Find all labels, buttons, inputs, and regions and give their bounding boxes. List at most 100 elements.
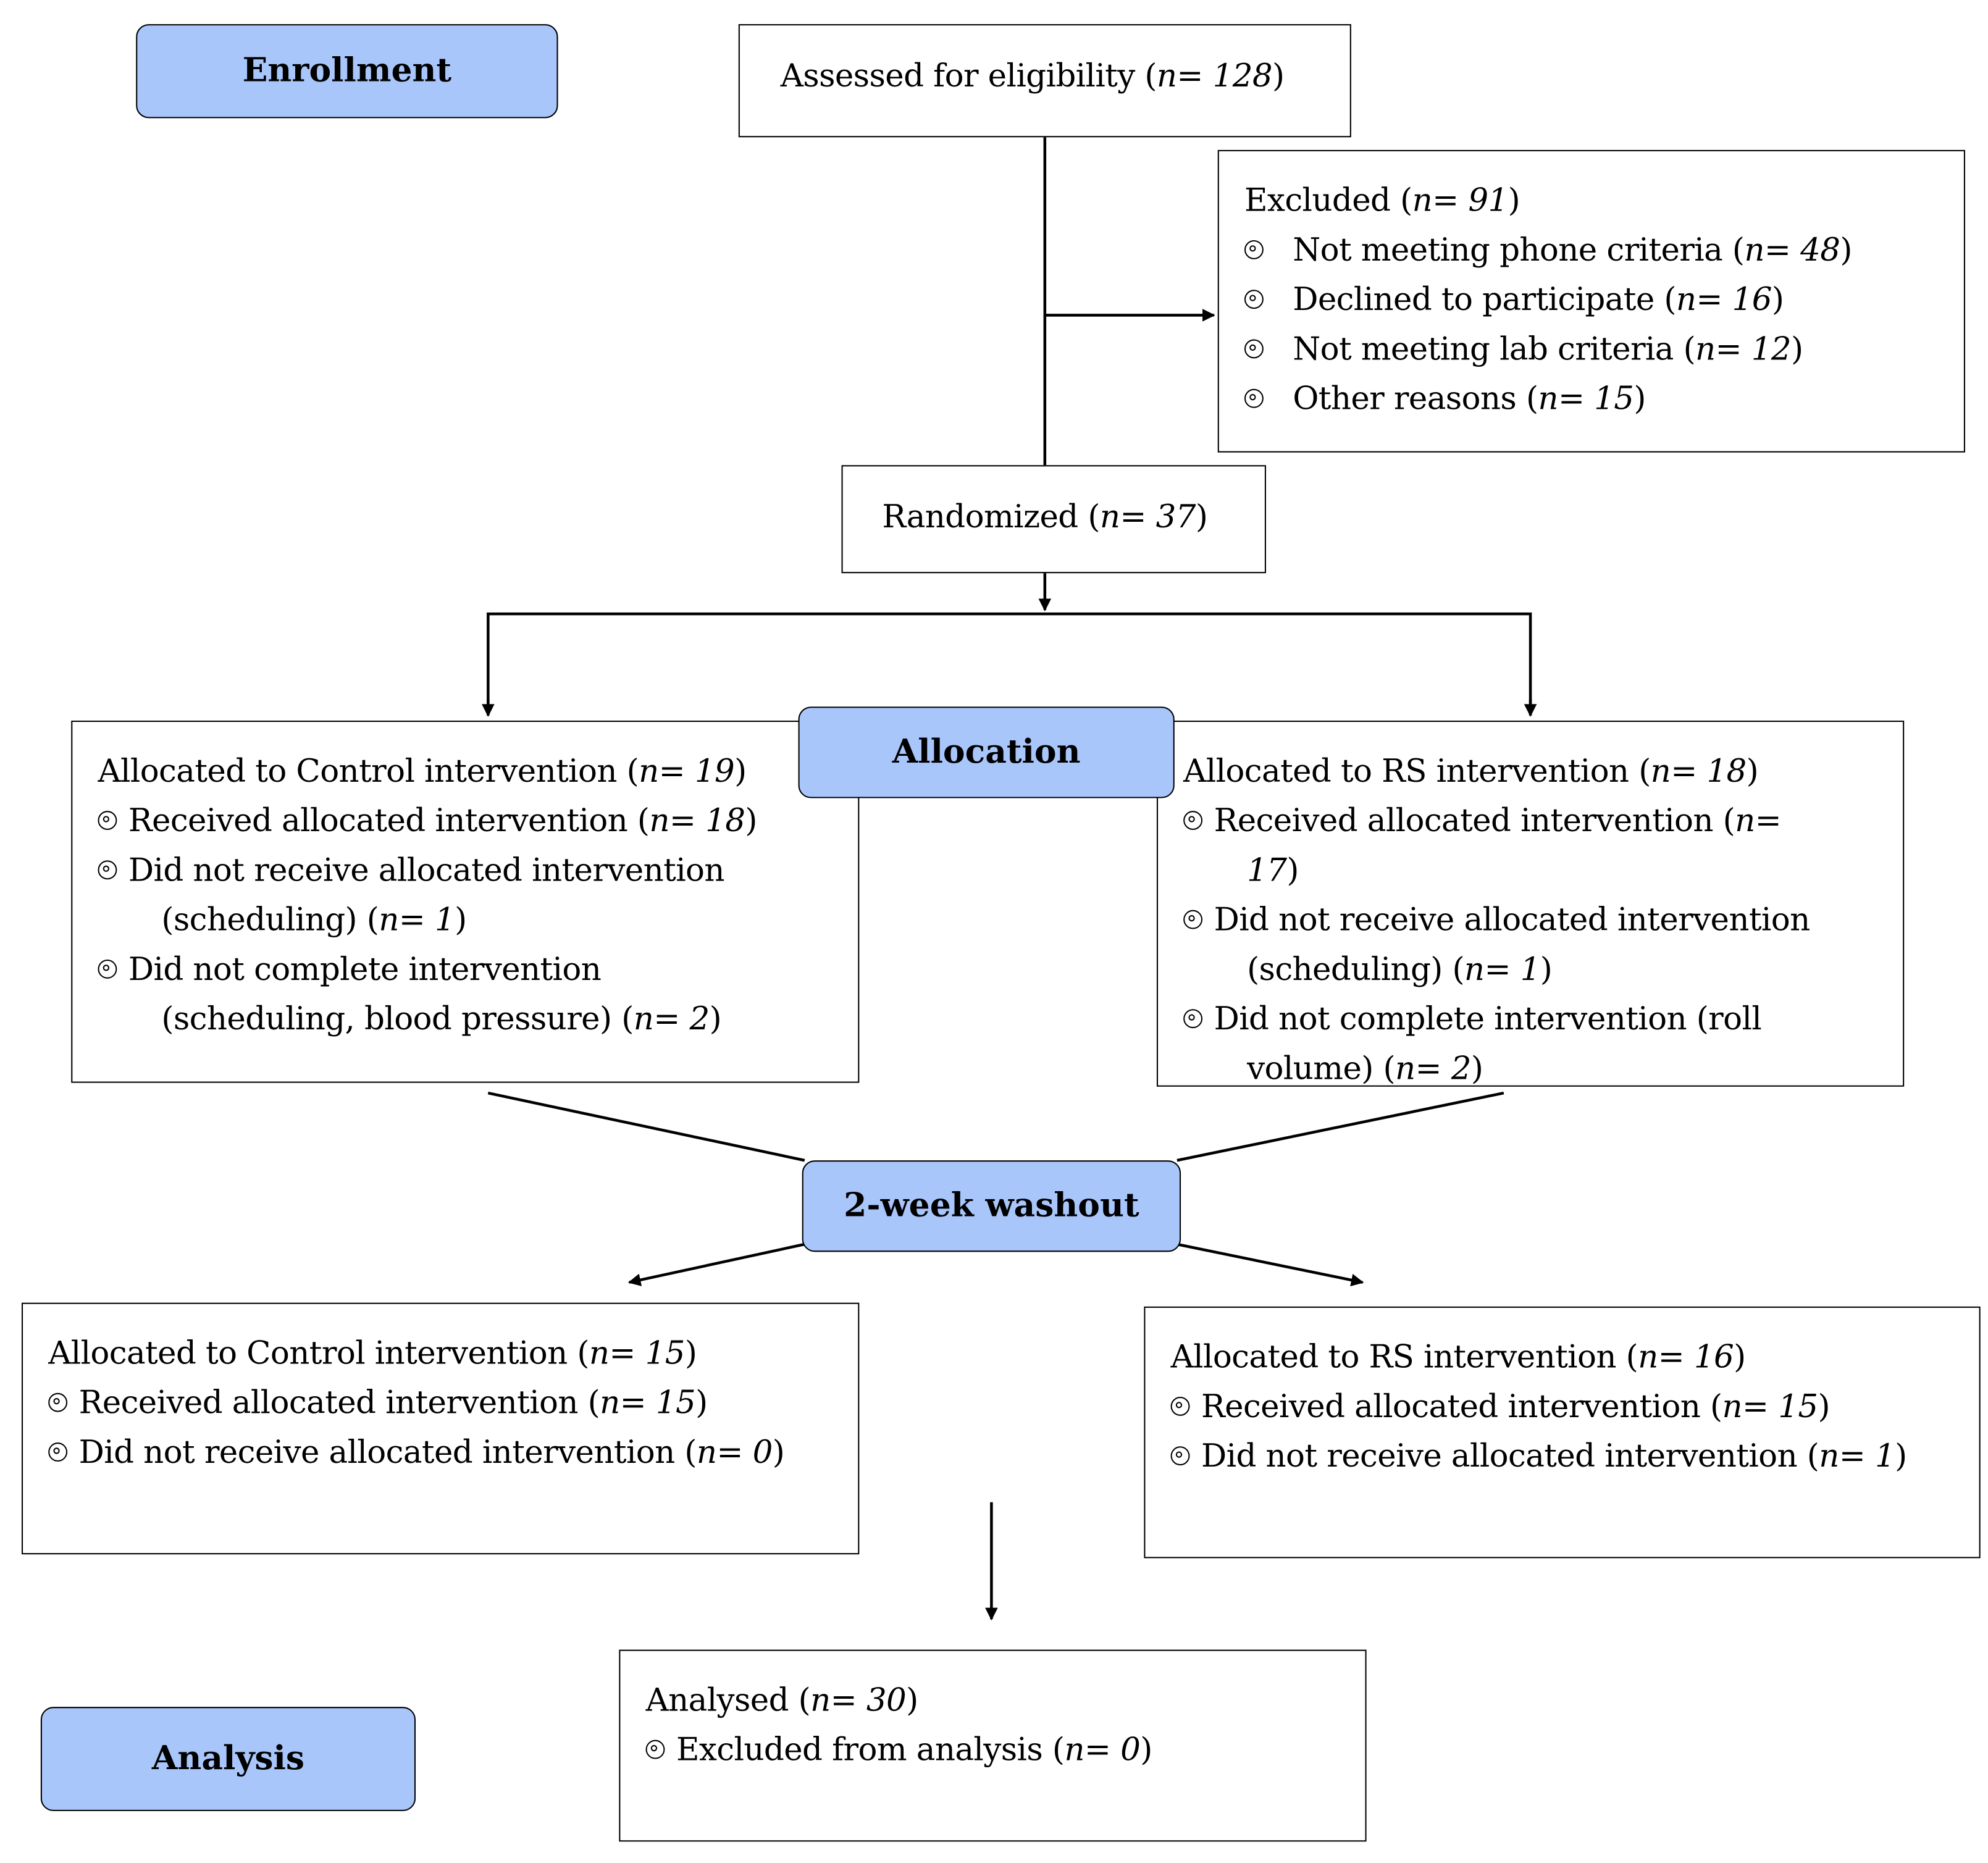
washout-rs-item-n: n= 15: [1722, 1388, 1819, 1425]
stage-washout: 2-week washout: [802, 1160, 1181, 1252]
alloc-control-item-close: ): [745, 802, 757, 839]
bullet-icon: [98, 811, 117, 831]
excluded-box: Excluded (n= 91) Not meeting phone crite…: [1217, 149, 1965, 453]
alloc-rs-item-n: n= 2: [1395, 1050, 1471, 1087]
washout-rs-item-close: ): [1818, 1388, 1831, 1425]
bullet-icon: [1183, 1009, 1203, 1029]
alloc-rs-item-text: Did not complete intervention (roll: [1214, 1000, 1762, 1037]
excluded-title: Excluded (n= 91): [1244, 175, 1946, 225]
alloc-control-item-n: n= 2: [633, 1000, 710, 1037]
alloc-control-item-text: Did not receive allocated intervention: [128, 851, 725, 889]
bullet-icon: [1244, 388, 1264, 408]
alloc-control-n: n= 19: [639, 752, 735, 790]
bullet-icon: [48, 1442, 68, 1462]
alloc-control-item-text2: (scheduling) (: [161, 901, 379, 938]
excluded-item-close: ): [1840, 231, 1852, 269]
excluded-item: Declined to participate (n= 16): [1244, 275, 1946, 324]
stage-allocation-label: Allocation: [892, 733, 1081, 772]
randomized-line: Randomized (n= 37): [882, 492, 1265, 542]
analysed-title-text: Analysed (: [645, 1681, 811, 1719]
alloc-rs-item-n: n=: [1735, 802, 1782, 839]
analysed-close: ): [906, 1681, 918, 1719]
alloc-rs-item-text2: volume) (: [1247, 1050, 1395, 1087]
assessed-close: ): [1272, 57, 1285, 94]
washout-control-item-text: Received allocated intervention (: [78, 1384, 600, 1421]
bullet-icon: [1244, 290, 1264, 309]
washout-rs-item-close: ): [1895, 1437, 1907, 1475]
alloc-rs-item-text: Did not receive allocated intervention: [1214, 901, 1811, 938]
bullet-icon: [1244, 339, 1264, 359]
excluded-item-close: ): [1791, 330, 1803, 367]
arrow-washout-to-control: [627, 1242, 805, 1286]
excluded-item-text: Declined to participate (: [1293, 280, 1676, 318]
alloc-control-close: ): [734, 752, 747, 790]
washout-rs-n: n= 16: [1638, 1338, 1734, 1375]
analysed-item-text: Excluded from analysis (: [676, 1731, 1065, 1768]
bullet-icon: [1183, 811, 1203, 831]
excluded-item-n: n= 15: [1538, 380, 1634, 417]
randomized-box: Randomized (n= 37): [841, 465, 1266, 574]
bullet-icon: [1183, 910, 1203, 929]
assessed-box: Assessed for eligibility (n= 128): [738, 24, 1351, 138]
alloc-control-item-text: Received allocated intervention (: [128, 802, 650, 839]
bullet-icon: [1244, 240, 1264, 259]
alloc-rs-item: Received allocated intervention (n=17): [1183, 795, 1885, 895]
bullet-icon: [98, 959, 117, 979]
washout-control-title: Allocated to Control intervention (n= 15…: [48, 1328, 840, 1378]
merge-line-left: [487, 1091, 805, 1162]
washout-control-item-n: n= 0: [696, 1433, 773, 1471]
alloc-rs-n: n= 18: [1650, 752, 1747, 790]
alloc-rs-item-close: ): [1470, 1050, 1483, 1087]
alloc-control-item: Received allocated intervention (n= 18): [98, 795, 840, 845]
alloc-control-item-wrap: (scheduling, blood pressure) (n= 2): [128, 994, 841, 1044]
bullet-icon: [1170, 1446, 1190, 1466]
allocation-control-box: Allocated to Control intervention (n= 19…: [71, 720, 860, 1083]
randomized-n: n= 37: [1099, 498, 1196, 535]
split-line: [487, 612, 1532, 714]
excluded-item-n: n= 48: [1744, 231, 1840, 269]
excluded-item: Not meeting phone criteria (n= 48): [1244, 225, 1946, 274]
analysed-item-close: ): [1140, 1731, 1152, 1768]
stage-allocation: Allocation: [798, 706, 1175, 798]
washout-rs-item: Did not receive allocated intervention (…: [1170, 1431, 1961, 1481]
alloc-control-title: Allocated to Control intervention (n= 19…: [98, 746, 840, 795]
assessed-n: n= 128: [1156, 57, 1273, 94]
washout-rs-item: Received allocated intervention (n= 15): [1170, 1381, 1961, 1431]
alloc-rs-title-text: Allocated to RS intervention (: [1183, 752, 1651, 790]
excluded-item-text: Not meeting lab criteria (: [1293, 330, 1696, 367]
analysed-item: Excluded from analysis (n= 0): [645, 1725, 1348, 1774]
excluded-item-text: Not meeting phone criteria (: [1293, 231, 1745, 269]
alloc-control-item-text2: (scheduling, blood pressure) (: [161, 1000, 634, 1037]
washout-control-item-text: Did not receive allocated intervention (: [78, 1433, 697, 1471]
analysed-item-n: n= 0: [1064, 1731, 1141, 1768]
washout-control-item-close: ): [772, 1433, 785, 1471]
alloc-control-item: Did not receive allocated intervention (s…: [98, 845, 840, 945]
washout-control-item: Received allocated intervention (n= 15): [48, 1378, 840, 1427]
analysed-box: Analysed (n= 30) Excluded from analysis …: [619, 1649, 1367, 1842]
alloc-rs-item-wrap: volume) (n= 2): [1214, 1044, 1885, 1093]
washout-rs-title-text: Allocated to RS intervention (: [1170, 1338, 1638, 1375]
alloc-rs-close: ): [1746, 752, 1759, 790]
washout-rs-close: ): [1734, 1338, 1746, 1375]
washout-control-item-close: ): [695, 1384, 708, 1421]
excluded-title-text: Excluded (: [1244, 182, 1412, 219]
alloc-control-item-n: n= 1: [379, 901, 455, 938]
washout-control-item-n: n= 15: [600, 1384, 696, 1421]
analysed-title: Analysed (n= 30): [646, 1675, 1348, 1725]
alloc-rs-item: Did not receive allocated intervention (s…: [1183, 895, 1885, 994]
analysed-n: n= 30: [810, 1681, 907, 1719]
excluded-close: ): [1508, 182, 1520, 219]
bullet-icon: [1170, 1396, 1190, 1416]
excluded-item: Not meeting lab criteria (n= 12): [1244, 324, 1946, 374]
alloc-rs-item-text2: (scheduling) (: [1247, 950, 1464, 988]
alloc-rs-item: Did not complete intervention (roll volum…: [1183, 994, 1885, 1094]
washout-control-close: ): [684, 1334, 697, 1371]
stage-analysis-label: Analysis: [151, 1739, 305, 1778]
stage-washout-label: 2-week washout: [844, 1187, 1139, 1226]
alloc-control-item-n: n= 18: [649, 802, 745, 839]
washout-rs-title: Allocated to RS intervention (n= 16): [1171, 1332, 1961, 1381]
merge-line-right: [1176, 1091, 1504, 1162]
alloc-rs-item-close: ): [1286, 851, 1299, 889]
alloc-rs-item-close: ): [1540, 950, 1553, 988]
